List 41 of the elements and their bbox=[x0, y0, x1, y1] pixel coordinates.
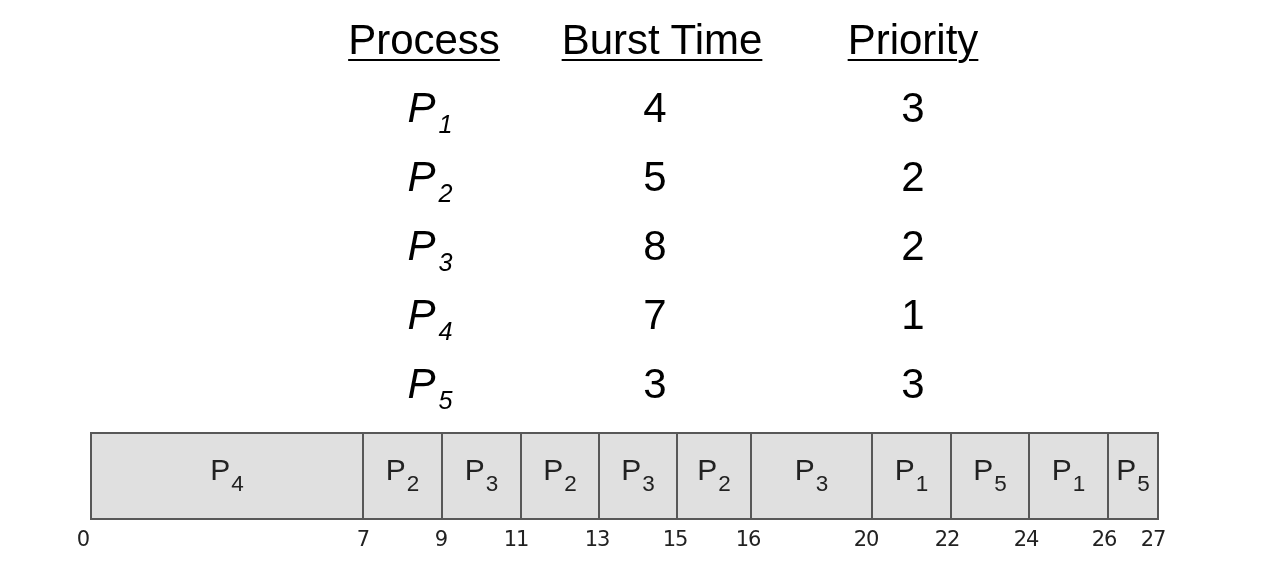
priority-value: 2 bbox=[901, 156, 925, 198]
priority-value: 2 bbox=[901, 225, 925, 267]
burst-time-value: 5 bbox=[643, 156, 667, 198]
gantt-segment: P$_{1}$ bbox=[871, 432, 952, 520]
time-tick-label: 13 bbox=[584, 529, 610, 550]
gantt-segment: P$_{1}$ bbox=[1028, 432, 1109, 520]
gantt-segment: P$_{3}$ bbox=[598, 432, 678, 520]
gantt-segment: P$_{2}$ bbox=[676, 432, 752, 520]
time-tick-label: 22 bbox=[934, 529, 960, 550]
time-tick-label: 16 bbox=[735, 529, 761, 550]
time-tick-label: 26 bbox=[1091, 529, 1117, 550]
process-name: P$_{2}$ bbox=[407, 156, 454, 210]
process-name: P$_{3}$ bbox=[407, 225, 454, 279]
priority-value: 1 bbox=[901, 294, 925, 336]
burst-time-value: 4 bbox=[643, 87, 667, 129]
time-tick-label: 7 bbox=[356, 529, 370, 550]
gantt-segment: P$_{3}$ bbox=[441, 432, 522, 520]
time-tick-label: 15 bbox=[662, 529, 688, 550]
time-tick-label: 27 bbox=[1140, 529, 1166, 550]
burst-time-value: 3 bbox=[643, 363, 667, 405]
time-tick-label: 11 bbox=[503, 529, 529, 550]
time-tick-label: 9 bbox=[434, 529, 448, 550]
column-header: Process bbox=[348, 19, 500, 65]
priority-value: 3 bbox=[901, 87, 925, 129]
gantt-segment: P$_{4}$ bbox=[90, 432, 364, 520]
gantt-segment: P$_{2}$ bbox=[362, 432, 443, 520]
time-tick-label: 20 bbox=[853, 529, 879, 550]
process-name: P$_{1}$ bbox=[407, 87, 454, 141]
time-tick-label: 0 bbox=[76, 529, 90, 550]
process-name: P$_{4}$ bbox=[407, 294, 454, 348]
burst-time-value: 8 bbox=[643, 225, 667, 267]
gantt-segment: P$_{3}$ bbox=[750, 432, 873, 520]
gantt-segment: P$_{5}$ bbox=[1107, 432, 1159, 520]
column-header: Burst Time bbox=[561, 19, 763, 65]
process-name: P$_{5}$ bbox=[407, 363, 454, 417]
gantt-segment: P$_{5}$ bbox=[950, 432, 1030, 520]
gantt-segment: P$_{2}$ bbox=[520, 432, 600, 520]
burst-time-value: 7 bbox=[643, 294, 667, 336]
time-tick-label: 24 bbox=[1013, 529, 1039, 550]
column-header: Priority bbox=[847, 19, 979, 65]
priority-value: 3 bbox=[901, 363, 925, 405]
